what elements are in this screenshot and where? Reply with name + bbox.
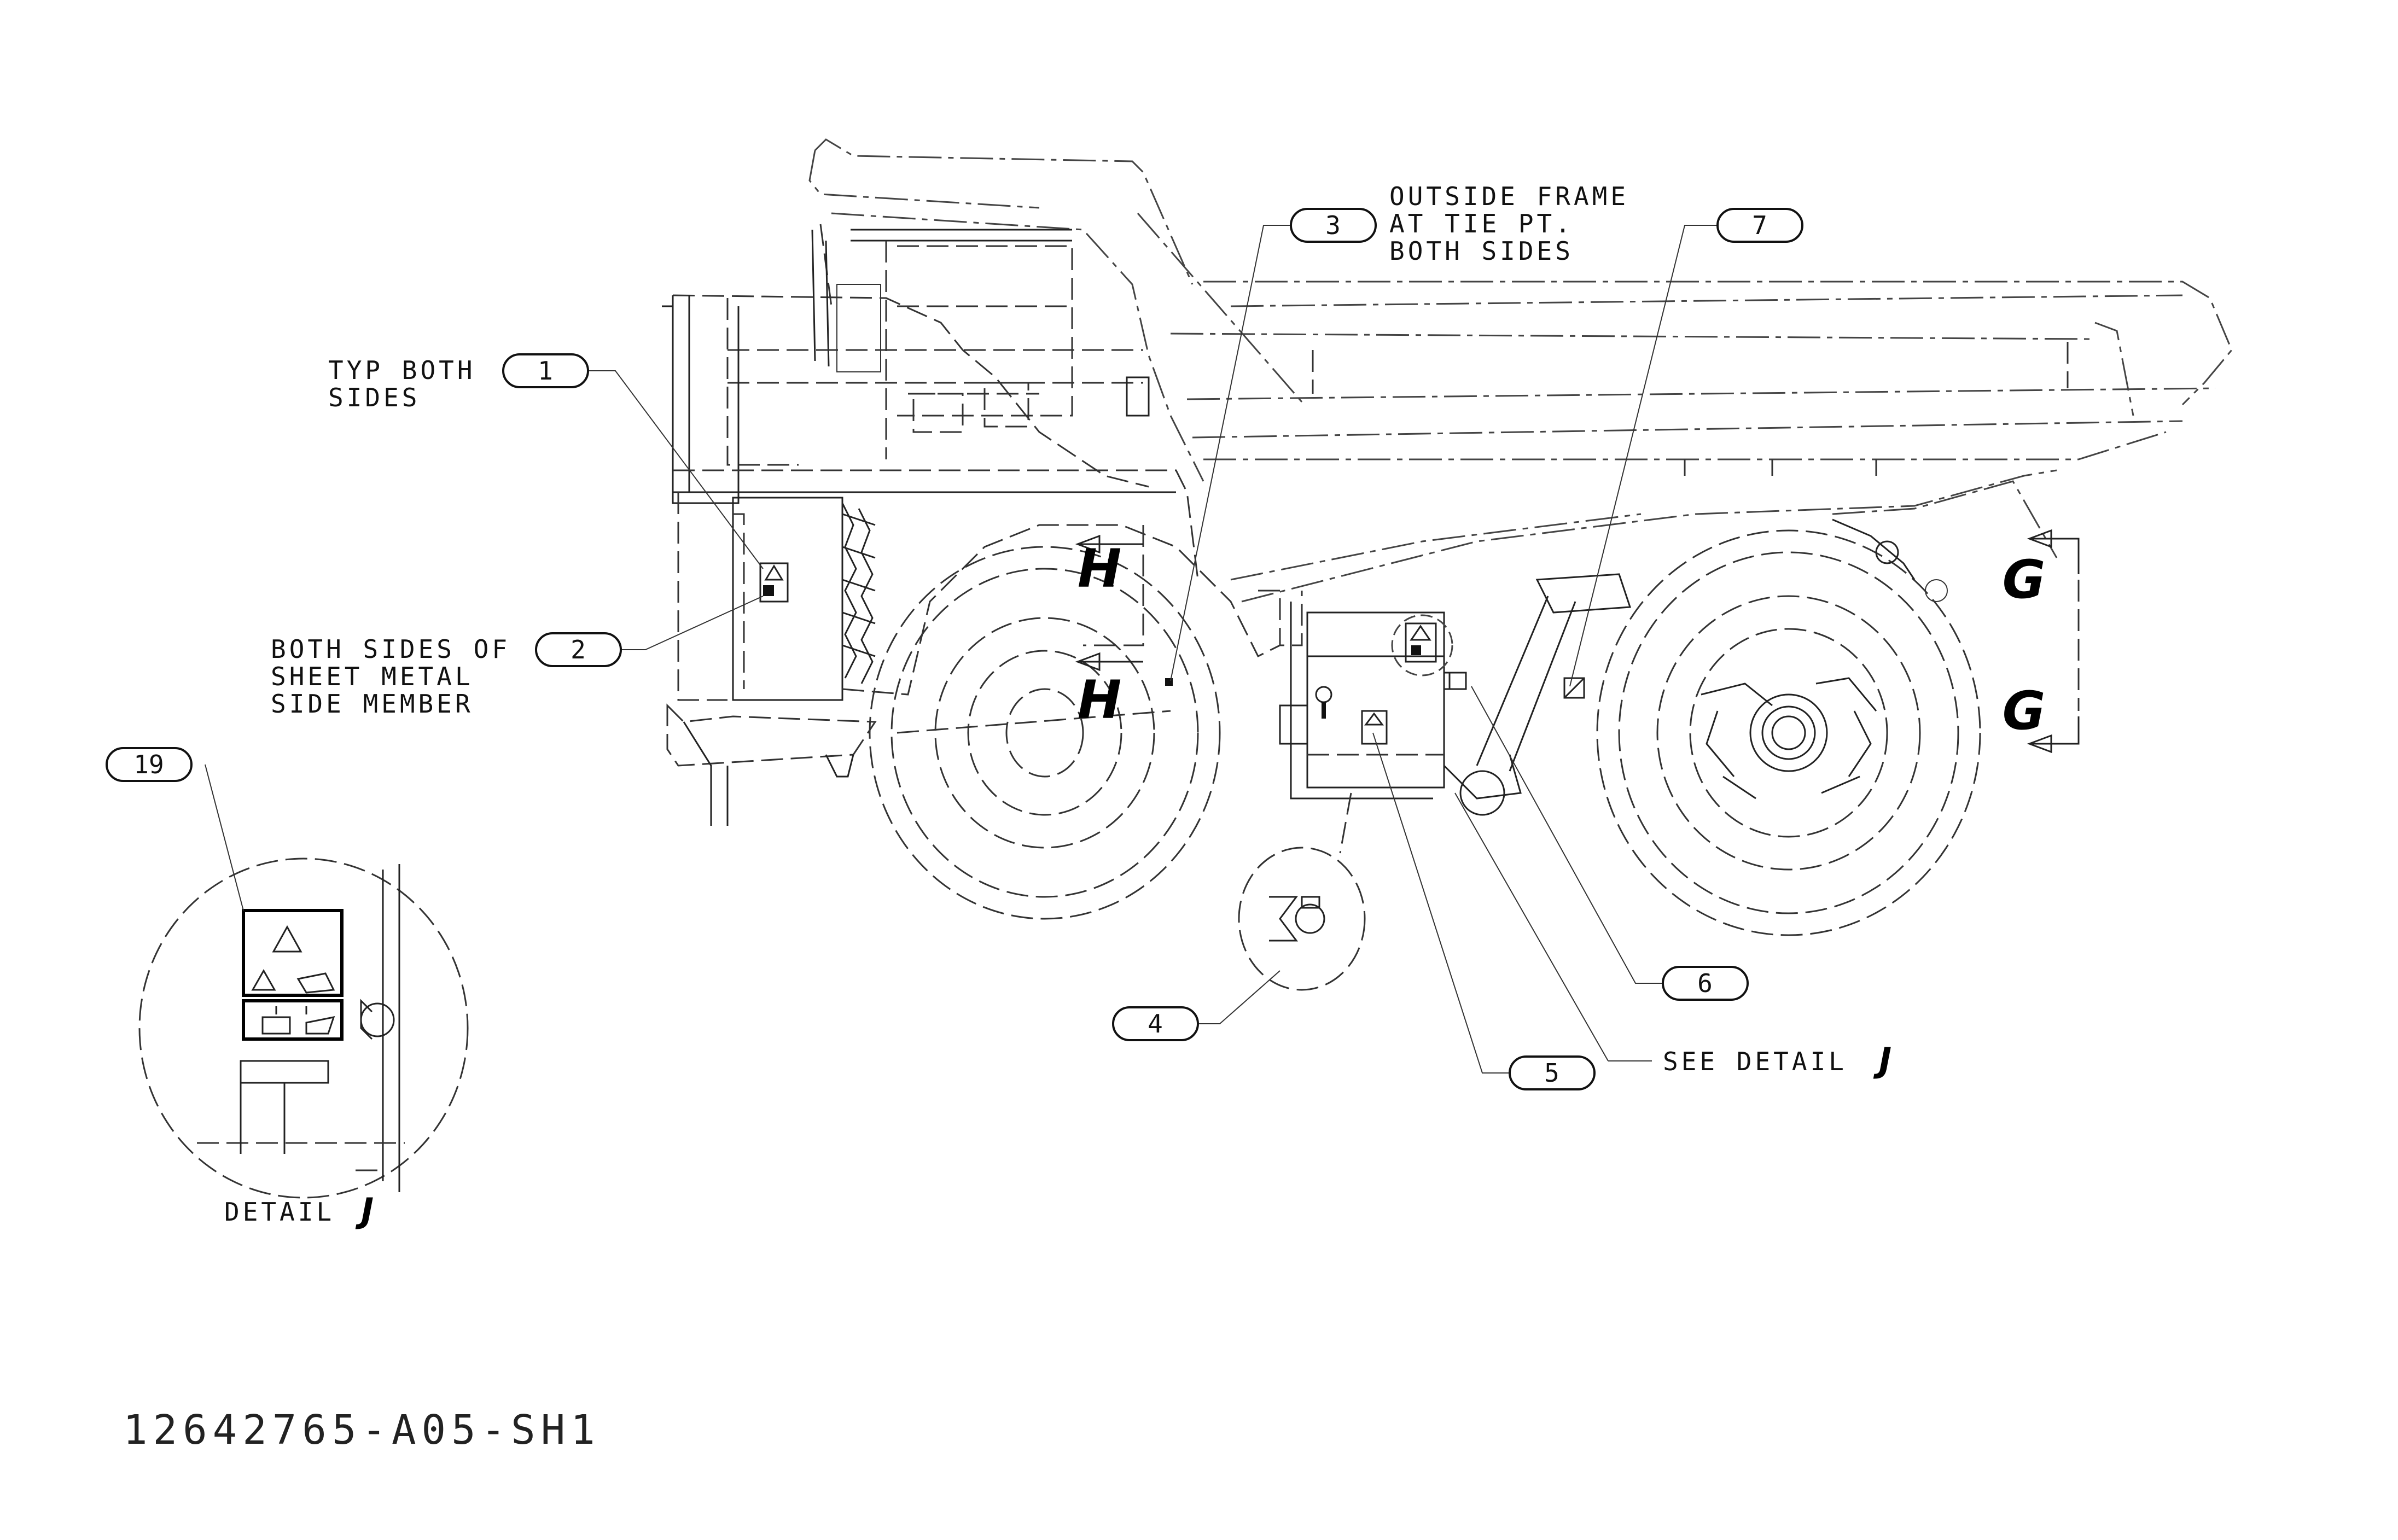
section-g: G G <box>2003 529 2080 754</box>
note-sheet-metal-line3: SIDE MEMBER <box>271 689 474 719</box>
callout-1: 1 <box>502 353 589 388</box>
note-sheet-metal: BOTH SIDES OF SHEET METAL SIDE MEMBER <box>271 634 510 719</box>
callout-6: 6 <box>1662 966 1749 1001</box>
note-outside-frame-line2: AT TIE PT. <box>1389 209 1574 238</box>
decal-3-icon <box>1361 710 1388 745</box>
note-outside-frame-line1: OUTSIDE FRAME <box>1389 182 1629 211</box>
note-typ-both-sides-line2: SIDES <box>328 383 420 412</box>
note-see-detail-text: SEE DETAIL <box>1663 1047 1847 1076</box>
callout-3-number: 3 <box>1325 211 1341 240</box>
callout-19: 19 <box>106 747 193 782</box>
callout-6-number: 6 <box>1697 969 1713 998</box>
detail-j-caption-letter: J <box>355 1191 374 1230</box>
decal-6-marker <box>1448 672 1467 690</box>
decal-1-icon <box>759 562 789 603</box>
callout-4-number: 4 <box>1148 1009 1163 1039</box>
lift-instruction-icon <box>261 1016 335 1035</box>
detail-4-circle <box>1238 792 1366 991</box>
note-typ-both-sides: TYP BOTH SIDES <box>328 355 476 412</box>
engine-components <box>841 503 876 684</box>
detail-j-caption: DETAIL J <box>224 1191 374 1230</box>
dump-bed <box>808 138 2233 603</box>
callout-2: 2 <box>535 632 622 667</box>
decal-7-icon <box>1563 677 1585 699</box>
tank-box <box>1279 611 1467 789</box>
safety-decal <box>242 909 344 1041</box>
detail-j-caption-text: DETAIL <box>224 1197 335 1227</box>
section-g-bottom-label: G <box>2003 680 2046 742</box>
note-see-detail: SEE DETAIL J <box>1663 1040 1891 1080</box>
cab <box>662 212 1204 504</box>
callout-4: 4 <box>1112 1006 1199 1041</box>
warning-triangle-icon <box>272 925 302 953</box>
callout-7: 7 <box>1716 208 1803 243</box>
section-h: H H <box>1075 525 1144 731</box>
callout-2-number: 2 <box>571 635 586 664</box>
frame-deck <box>666 469 1433 826</box>
callout-5-number: 5 <box>1544 1058 1559 1088</box>
note-outside-frame-line3: BOTH SIDES <box>1389 236 1574 266</box>
note-outside-frame: OUTSIDE FRAME AT TIE PT. BOTH SIDES <box>1389 182 1629 266</box>
callout-3: 3 <box>1290 208 1377 243</box>
note-typ-both-sides-line1: TYP BOTH <box>328 355 476 385</box>
note-sheet-metal-line1: BOTH SIDES OF <box>271 634 510 664</box>
drawing-number: 12642765-A05-SH1 <box>123 1407 601 1454</box>
leader-lines <box>205 225 1718 1074</box>
section-g-top-label: G <box>2003 549 2046 610</box>
detail-j <box>138 858 469 1199</box>
decal-4-icon <box>1315 686 1332 719</box>
front-wheel <box>869 546 1221 920</box>
suspension <box>1443 518 1948 816</box>
note-sheet-metal-line2: SHEET METAL <box>271 662 474 691</box>
callout-5: 5 <box>1509 1055 1596 1090</box>
section-h-top-label: H <box>1078 538 1121 599</box>
decal-2-icon <box>1405 622 1437 663</box>
crush-hazard-icon <box>251 969 276 991</box>
callout-19-number: 19 <box>133 750 164 779</box>
decal-markers <box>759 562 1585 745</box>
note-see-detail-letter: J <box>1873 1040 1891 1080</box>
decal-3-marker <box>1165 678 1173 686</box>
manual-icon <box>296 972 335 994</box>
callout-7-number: 7 <box>1752 211 1767 240</box>
callout-1-number: 1 <box>538 356 553 386</box>
section-h-bottom-label: H <box>1078 669 1121 731</box>
rear-wheel <box>1596 529 1981 936</box>
